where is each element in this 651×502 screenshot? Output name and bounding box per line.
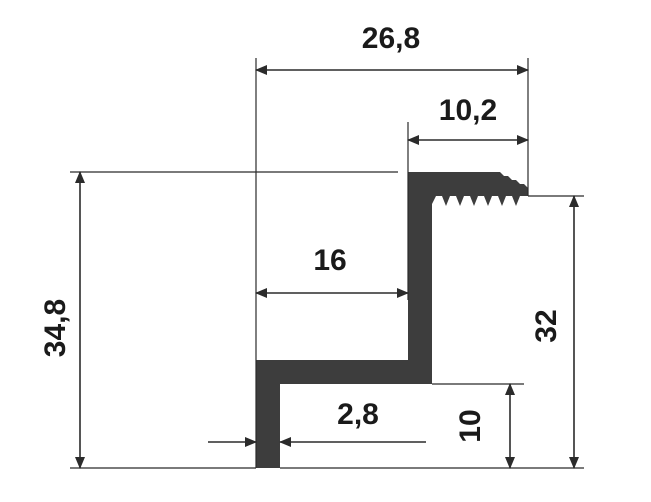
extension-lines (70, 58, 584, 469)
overall-height-label: 34,8 (39, 299, 72, 357)
top-flange-width-label: 10,2 (439, 94, 497, 127)
overall-width-label: 26,8 (362, 22, 420, 55)
dimension-lines (75, 65, 579, 469)
bottom-height-label: 10 (454, 409, 487, 442)
profile-cross-section (256, 172, 528, 468)
lower-offset-label: 16 (313, 244, 346, 277)
right-height-label: 32 (530, 309, 563, 342)
thickness-label: 2,8 (337, 398, 379, 431)
